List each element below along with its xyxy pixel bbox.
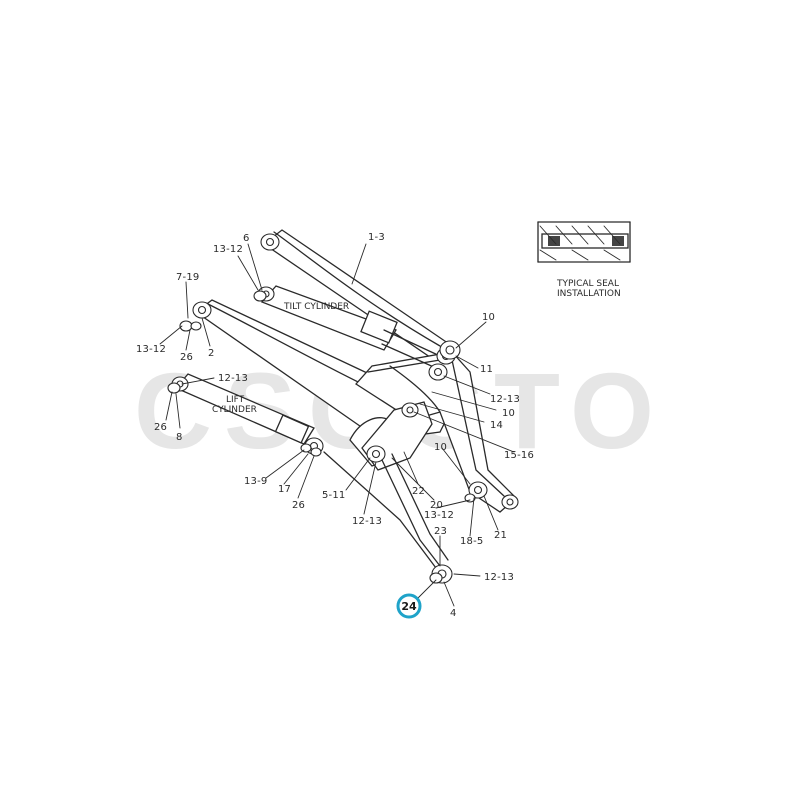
callout-12-13-lift: 12-13 bbox=[218, 373, 248, 384]
seal-ring-right bbox=[612, 236, 624, 246]
highlighted-callout-24[interactable]: 24 bbox=[396, 593, 422, 619]
seal-caption-line1: TYPICAL SEAL bbox=[556, 279, 619, 289]
callout-8: 8 bbox=[176, 432, 183, 443]
callout-13-9: 13-9 bbox=[244, 476, 268, 487]
callout-10-a: 10 bbox=[482, 312, 495, 323]
callout-26-a: 26 bbox=[180, 352, 193, 363]
callout-4: 4 bbox=[450, 608, 457, 619]
callout-12-13-bottom: 12-13 bbox=[484, 572, 514, 583]
callout-14: 14 bbox=[490, 420, 503, 431]
callout-21: 21 bbox=[494, 530, 507, 541]
callout-6: 6 bbox=[243, 233, 250, 244]
callout-12-13-right: 12-13 bbox=[490, 394, 520, 405]
callout-12-13-lower: 12-13 bbox=[352, 516, 382, 527]
callout-1-3: 1-3 bbox=[368, 232, 385, 243]
callout-5-11: 5-11 bbox=[322, 490, 346, 501]
callout-7-19: 7-19 bbox=[176, 272, 200, 283]
callout-18-5: 18-5 bbox=[460, 536, 484, 547]
right-pivot-pins bbox=[428, 340, 519, 584]
callout-26-b: 26 bbox=[154, 422, 167, 433]
callout-17: 17 bbox=[278, 484, 291, 495]
callout-10-b: 10 bbox=[502, 408, 515, 419]
callout-23: 23 bbox=[434, 526, 447, 537]
callout-2: 2 bbox=[208, 348, 215, 359]
callout-10-c: 10 bbox=[434, 442, 447, 453]
leader-lines bbox=[159, 243, 515, 607]
callout-13-12-left: 13-12 bbox=[136, 344, 166, 355]
callout-13-12-top: 13-12 bbox=[213, 244, 243, 255]
callout-15-16: 15-16 bbox=[504, 450, 534, 461]
bellcrank bbox=[361, 401, 433, 471]
highlight-ring bbox=[396, 593, 422, 619]
lift-cylinder-label-line2: CYLINDER bbox=[212, 405, 257, 415]
callout-26-c: 26 bbox=[292, 500, 305, 511]
seal-caption-line2: INSTALLATION bbox=[557, 289, 621, 299]
callout-11: 11 bbox=[480, 364, 493, 375]
seal-ring-left bbox=[548, 236, 560, 246]
callout-13-12-lower: 13-12 bbox=[424, 510, 454, 521]
callout-20: 20 bbox=[430, 500, 443, 511]
link-rod bbox=[323, 451, 449, 569]
highlight-number: 24 bbox=[401, 600, 417, 613]
callout-numbers: 1-3 6 13-12 7-19 13-12 26 2 12-13 26 8 1… bbox=[136, 232, 534, 619]
seal-detail-inset bbox=[537, 221, 631, 263]
callout-22: 22 bbox=[412, 486, 425, 497]
tilt-cylinder-label: TILT CYLINDER bbox=[283, 302, 349, 312]
lift-cylinder-label-line1: LIFT bbox=[226, 395, 245, 405]
